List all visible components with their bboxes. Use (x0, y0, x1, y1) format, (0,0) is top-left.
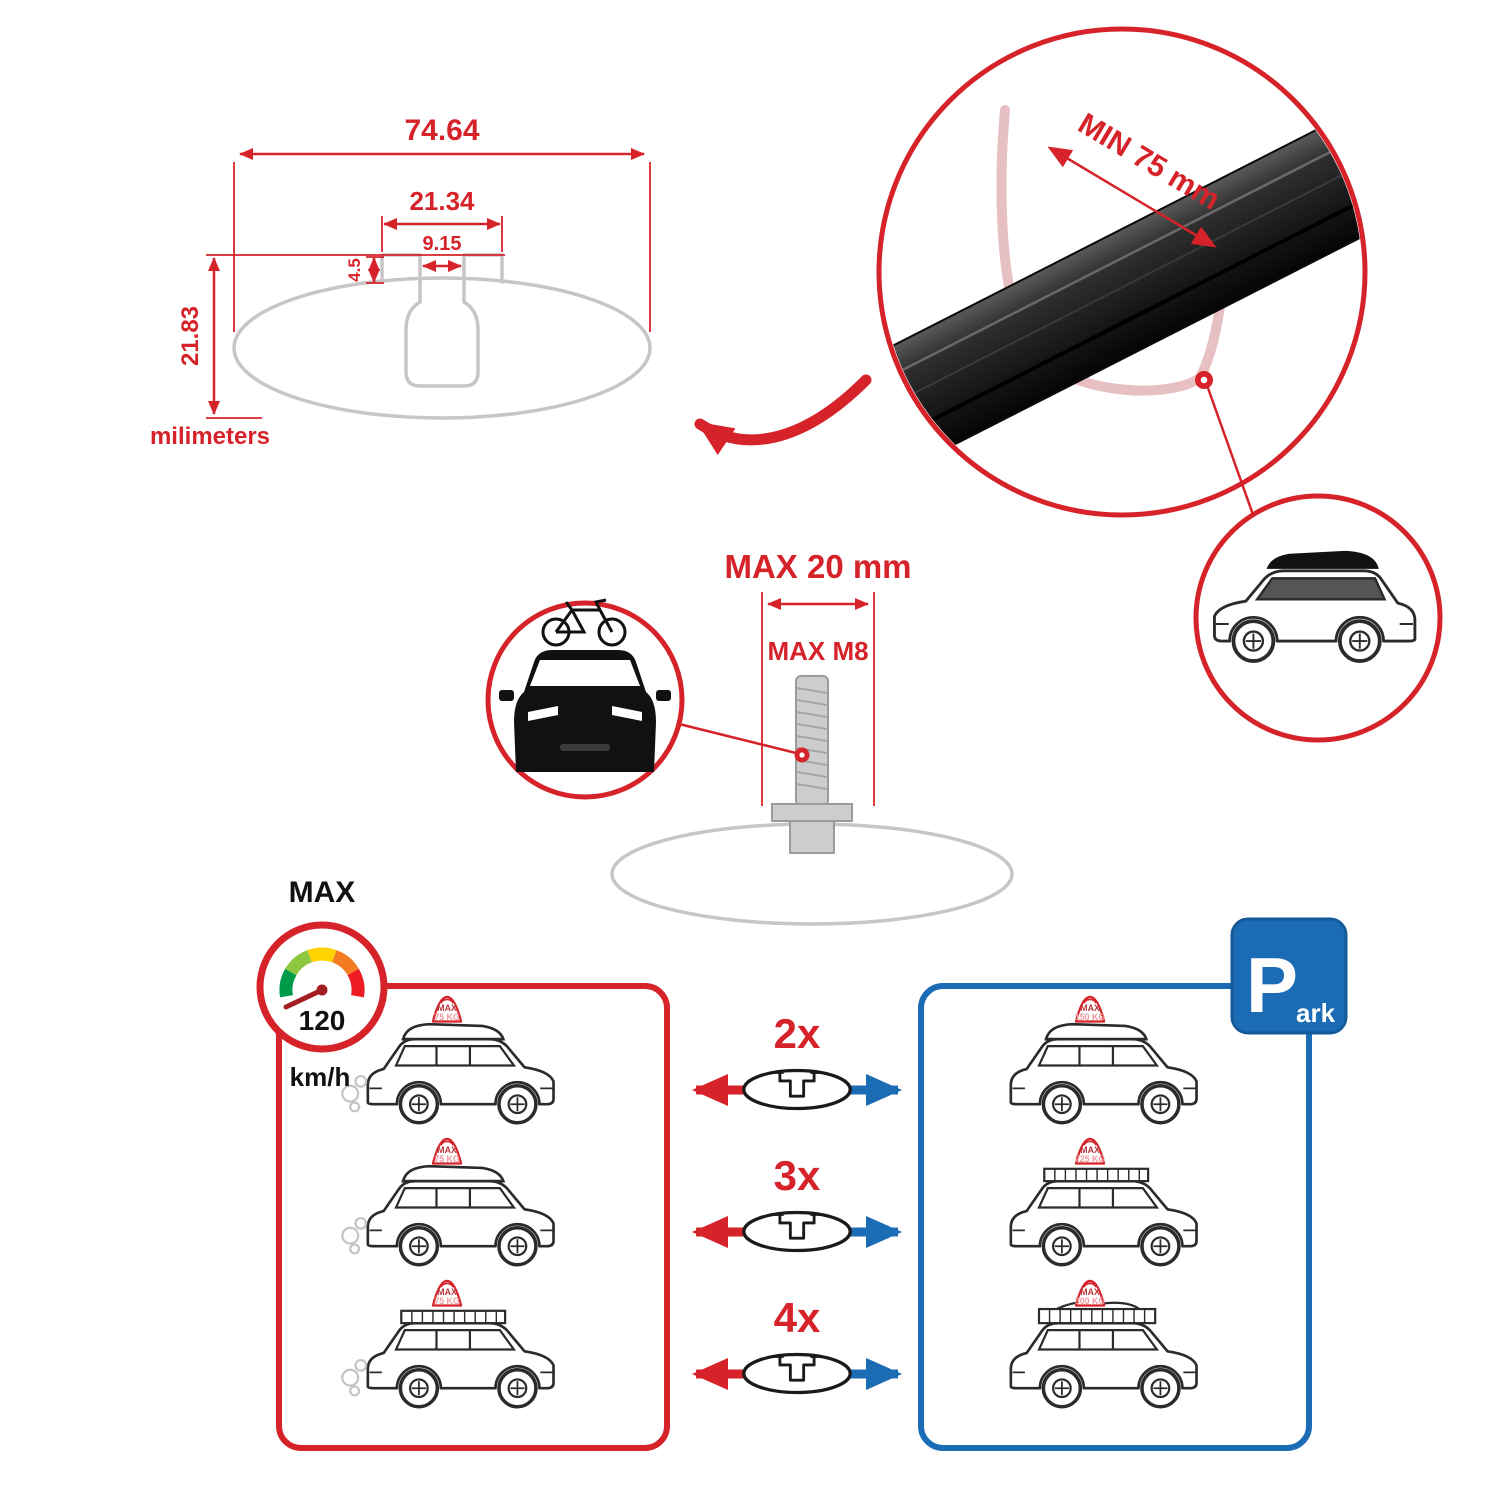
load-badge: MAX 75 KG (431, 1137, 463, 1165)
leader-to-bolt (678, 722, 801, 756)
load-badge: MAX 300 KG (1074, 1279, 1105, 1307)
load-badge: MAX 75 KG (431, 1279, 463, 1307)
gauge-arc (279, 947, 365, 998)
speed-value: 120 (299, 1005, 346, 1036)
svg-text:75 KG: 75 KG (434, 1296, 460, 1306)
svg-text:75 KG: 75 KG (434, 1154, 460, 1164)
units-label: milimeters (150, 423, 270, 450)
load-badge: MAX 75 KG (431, 995, 463, 1023)
svg-text:150 KG: 150 KG (1075, 1012, 1105, 1022)
svg-text:300 KG: 300 KG (1075, 1296, 1105, 1306)
bolt-spec-section: MAX 20 mm MAX M8 (610, 548, 1014, 926)
motion-smoke (341, 1216, 368, 1255)
bar-count-3: 4x (774, 1294, 821, 1341)
max-thread-label: MAX M8 (767, 636, 868, 666)
motion-smoke (341, 1358, 368, 1397)
svg-text:225 KG: 225 KG (1075, 1154, 1105, 1164)
t-slot-cavity (404, 281, 480, 388)
car-parked-row-3: MAX 300 KG (1009, 1279, 1199, 1409)
car-parked-row-1: MAX 150 KG (1009, 995, 1199, 1125)
dim-overall-height: 21.83 (177, 306, 204, 366)
speed-max-label: MAX (289, 876, 356, 909)
gauge-needle (283, 987, 325, 1010)
min-span-arrow (1047, 146, 1217, 248)
car-driving-row-2: MAX 75 KG (341, 1137, 556, 1267)
car-parked-row-2: MAX 225 KG (1009, 1137, 1199, 1267)
svg-text:75 KG: 75 KG (434, 1012, 460, 1022)
svg-text:MAX: MAX (437, 1003, 457, 1013)
dim-slot-opening: 9.15 (423, 233, 462, 255)
max-width-label: MAX 20 mm (724, 548, 911, 585)
bar-count-rows: 2x 3x 4x (692, 1010, 902, 1395)
crossbar-detail-circle: MIN 75 mm (876, 26, 1368, 518)
car-driving-row-1: MAX 75 KG (341, 995, 556, 1125)
t-bolt (771, 675, 853, 854)
car-driving-row-3: MAX 75 KG (341, 1279, 556, 1409)
cross-section-drawing: 74.64 21.34 9.15 4.5 21.83 milimeters (150, 114, 652, 450)
speed-units: km/h (290, 1062, 351, 1092)
svg-text:MAX: MAX (1080, 1145, 1100, 1155)
bar-count-2: 3x (774, 1152, 821, 1199)
load-badge: MAX 225 KG (1074, 1137, 1105, 1165)
load-badge: MAX 150 KG (1074, 995, 1105, 1023)
detail-pointer-arrow (694, 374, 872, 456)
svg-text:MAX: MAX (437, 1145, 457, 1155)
svg-text:MAX: MAX (437, 1287, 457, 1297)
roof-cargo-box (1266, 550, 1379, 569)
dim-lip-depth: 4.5 (345, 258, 364, 282)
park-letter: P (1246, 941, 1298, 1029)
car-front-icon (499, 650, 671, 772)
suv-with-roofbox (1212, 550, 1417, 663)
svg-text:MAX: MAX (1080, 1287, 1100, 1297)
dim-channel-width: 21.34 (409, 186, 475, 216)
bar-profile-ellipse (232, 276, 652, 420)
dim-overall-width: 74.64 (404, 114, 479, 147)
svg-text:MAX: MAX (1080, 1003, 1100, 1013)
bar-count-1: 2x (774, 1010, 821, 1057)
park-sign: P ark (1230, 917, 1348, 1035)
motion-smoke (341, 1074, 368, 1113)
speed-limit-gauge: MAX 120 km/h (256, 876, 388, 1092)
bicycle-icon (541, 598, 627, 647)
car-front-circle (485, 598, 685, 800)
suv-roofbox-circle (1193, 493, 1443, 743)
park-suffix: ark (1296, 998, 1336, 1028)
